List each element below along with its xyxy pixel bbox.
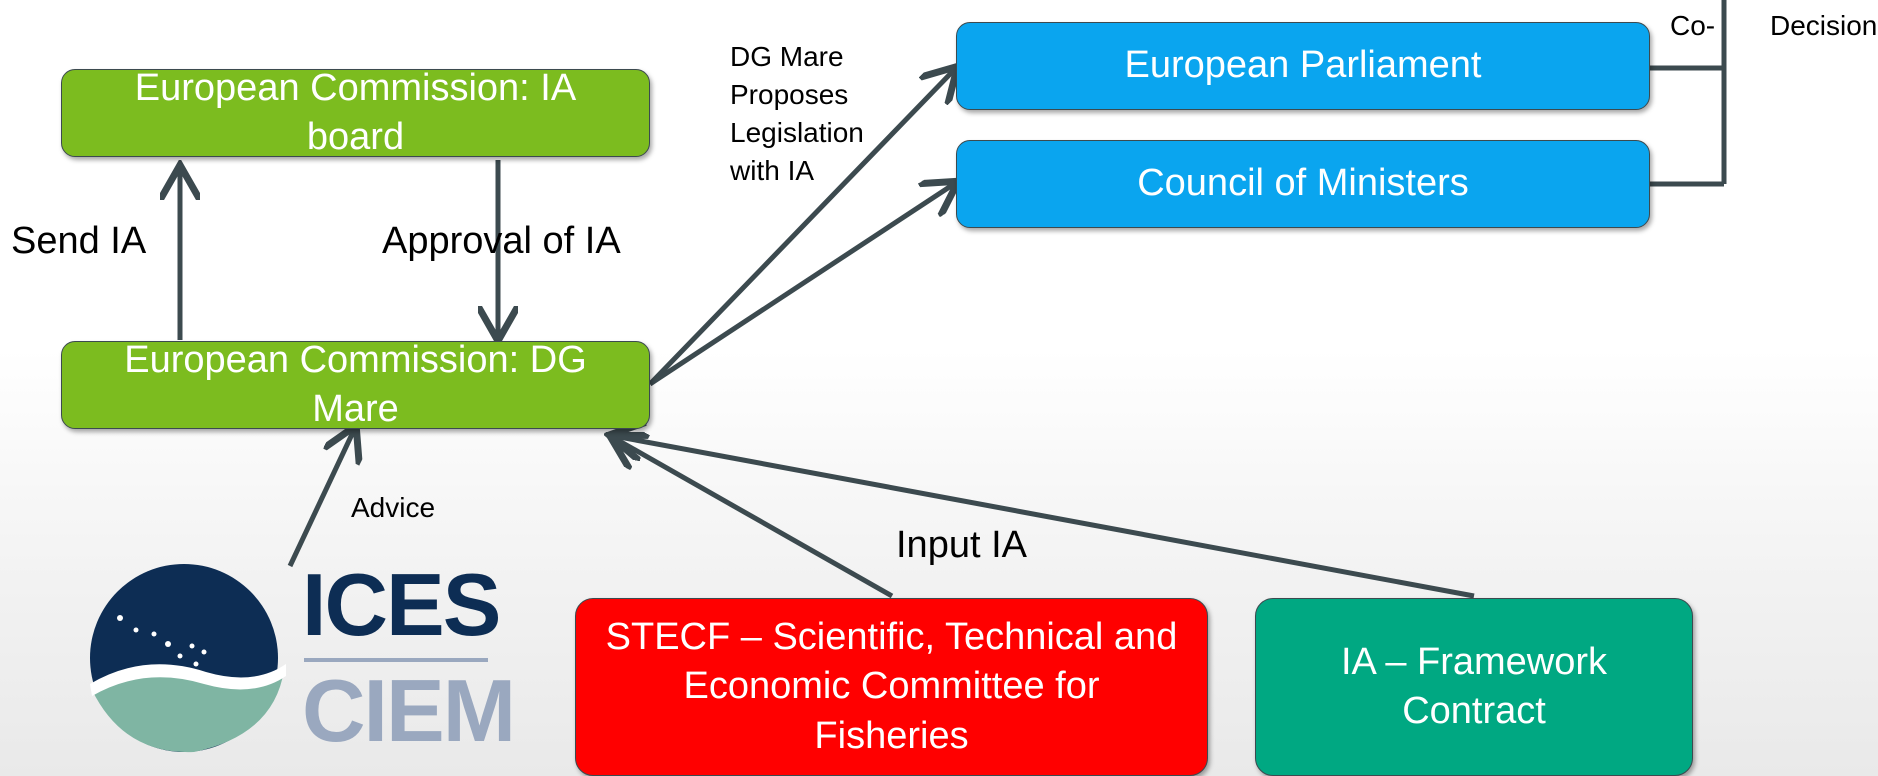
council-of-ministers-box: Council of Ministers <box>956 140 1650 228</box>
input-ia-label: Input IA <box>896 524 1027 566</box>
codecision-label-prefix: Co- <box>1670 10 1716 41</box>
codecision-label: Decision <box>1770 10 1878 41</box>
logo-divider <box>304 658 488 662</box>
dg-mare-box: European Commission: DG Mare <box>61 339 650 430</box>
stecf-box: STECF – Scientific, Technical and Econom… <box>575 598 1208 776</box>
proposes-line-4: with IA <box>730 155 815 186</box>
approval-of-ia-label: Approval of IA <box>382 220 621 262</box>
framework-contract-label: IA – Framework Contract <box>1340 640 1608 732</box>
ices-text: ICES <box>302 555 501 654</box>
proposes-legislation-label: DG Mare Proposes Legislation with IA <box>730 38 864 190</box>
ices-ciem-logo: ICES CIEM <box>84 555 516 760</box>
ia-board-box: European Commission: IA board <box>61 67 650 158</box>
codecision-connector <box>1650 0 1727 187</box>
proposes-line-3: Legislation <box>730 117 864 148</box>
ciem-text: CIEM <box>302 661 516 760</box>
framework-contract-box: IA – Framework Contract <box>1255 598 1693 776</box>
ices-emblem-icon <box>90 564 286 753</box>
advice-label: Advice <box>351 492 436 523</box>
european-parliament-box: European Parliament <box>956 22 1650 110</box>
european-parliament-label: European Parliament <box>1124 44 1482 87</box>
framework-input-arrow <box>614 436 1475 599</box>
ia-board-label: European Commission: IA board <box>134 66 577 158</box>
proposes-line-2: Proposes <box>730 79 849 110</box>
council-of-ministers-label: Council of Ministers <box>1137 162 1469 205</box>
send-ia-label: Send IA <box>11 220 147 262</box>
stecf-label: STECF – Scientific, Technical and Econom… <box>605 615 1178 757</box>
dg-mare-label: European Commission: DG Mare <box>124 338 587 430</box>
proposes-line-1: DG Mare <box>730 41 844 72</box>
advice-arrow <box>287 430 354 568</box>
proposes-to-parliament-arrow <box>648 70 954 386</box>
proposes-to-council-arrow <box>648 184 954 387</box>
stecf-input-arrow <box>614 438 894 599</box>
